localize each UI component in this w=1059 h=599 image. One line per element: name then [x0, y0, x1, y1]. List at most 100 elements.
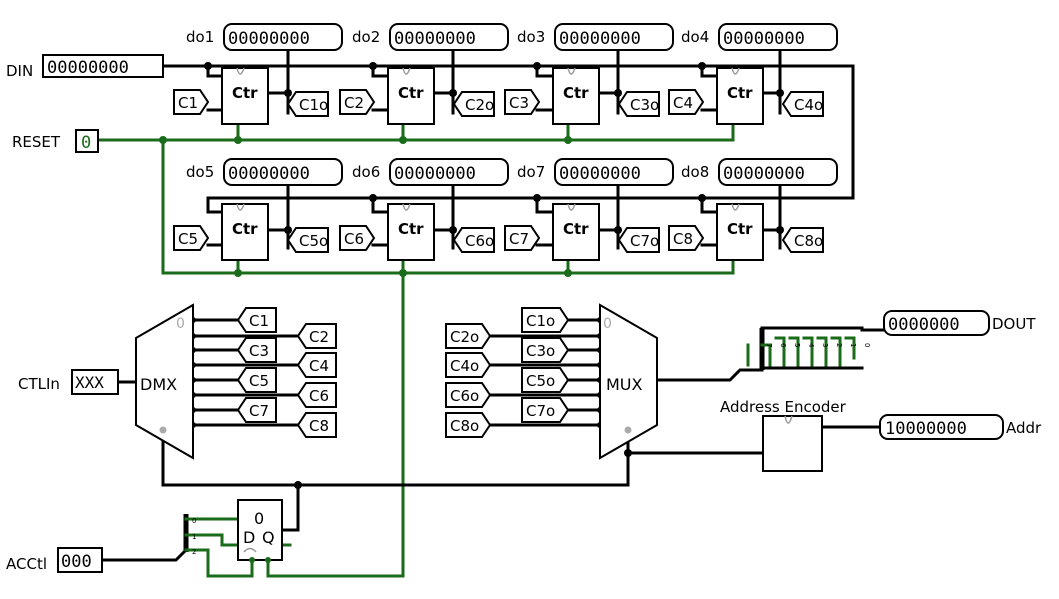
mux-tunnel-right-shape	[521, 397, 570, 423]
output-tunnel-label: C1o	[299, 96, 328, 114]
probe-label: do1	[186, 28, 214, 46]
demultiplexer[interactable]: DMX 0	[135, 303, 194, 460]
probe-value: 00000000	[559, 164, 641, 184]
probe-value: 00000000	[559, 29, 641, 49]
probe-label: do8	[681, 163, 709, 181]
counter-label: Ctr	[398, 220, 424, 238]
dmx-tunnel-right-shape	[296, 382, 337, 408]
output-tunnel: C3o	[617, 91, 660, 117]
din-label: DIN	[6, 62, 33, 80]
mux-tunnel-left: C8o	[445, 412, 492, 438]
output-tunnel-shape	[617, 227, 660, 253]
dmx-tunnel-left-label: C1	[249, 312, 269, 330]
reset-input-pin[interactable]: RESET 0	[12, 129, 99, 153]
mux-tunnel-right-label: C1o	[526, 312, 555, 330]
mux-body[interactable]	[599, 303, 658, 460]
dmx-tunnel-left-label: C3	[249, 342, 269, 360]
output-tunnel-label: C7o	[630, 232, 659, 250]
counter-body[interactable]	[387, 67, 435, 125]
dmx-body[interactable]	[135, 303, 194, 460]
mux-tunnel-left-shape	[445, 412, 492, 438]
d-flipflop[interactable]: 0 D Q	[237, 499, 283, 563]
clock-tunnel-shape	[504, 89, 541, 115]
probe-value: 00000000	[228, 29, 310, 49]
clock-tunnel-wires	[206, 108, 719, 247]
output-tunnel-shape	[452, 91, 495, 117]
dout-splitter: 7 6 5 4 3 2 1 0	[746, 326, 871, 370]
probe-label: do4	[681, 28, 709, 46]
din-input-pin[interactable]: DIN 00000000	[6, 54, 164, 80]
ctlin-input-pin[interactable]: CTLIn XXX	[18, 369, 119, 395]
counter-clock-icon	[402, 203, 411, 211]
clock-tunnel-shape	[668, 89, 705, 115]
clock-tunnel: C5	[173, 225, 210, 251]
acctl-input-pin[interactable]: ACCtl 000	[6, 547, 103, 573]
output-tunnel: C1o	[286, 91, 329, 117]
reset-value: 0	[81, 133, 91, 153]
dmx-enable-dot	[159, 426, 167, 434]
output-tunnel: C5o	[286, 227, 329, 253]
acc-bit-1: 1	[192, 533, 196, 541]
clock-tunnel-shape	[173, 225, 210, 251]
split-bit-1: 1	[849, 343, 857, 347]
dout-label: DOUT	[992, 315, 1036, 333]
counter-body[interactable]	[552, 203, 600, 261]
acctl-pin-box[interactable]	[57, 547, 103, 573]
din-pin-box[interactable]	[42, 54, 164, 78]
counter-clock-icon	[567, 203, 576, 211]
encoder-clock-icon	[784, 415, 793, 424]
counter-body[interactable]	[387, 203, 435, 261]
output-tunnel: C7o	[617, 227, 660, 253]
ctlin-label: CTLIn	[18, 375, 60, 393]
output-tunnel-label: C5o	[299, 232, 328, 250]
dmx-label: DMX	[140, 375, 177, 394]
probe-box	[223, 158, 343, 186]
probe-label: do2	[352, 28, 380, 46]
dmx-tunnel-left-shape	[236, 307, 277, 333]
flipflop-state: 0	[254, 509, 264, 528]
counter-label: Ctr	[727, 84, 753, 102]
clock-tunnel: C6	[339, 225, 376, 251]
counter-body[interactable]	[716, 203, 764, 261]
counter-body[interactable]	[221, 203, 269, 261]
address-encoder[interactable]: Address Encoder	[720, 398, 847, 472]
clock-tunnel-shape	[668, 225, 705, 251]
clock-tunnel: C8	[668, 225, 705, 251]
ctlin-pin-box[interactable]	[71, 369, 119, 395]
dmx-tunnel-right-label: C6	[309, 387, 329, 405]
counter-body[interactable]	[221, 67, 269, 125]
probe-value: 00000000	[394, 164, 476, 184]
counter-label: Ctr	[727, 220, 753, 238]
reset-pin-box[interactable]	[75, 129, 99, 153]
dmx-tunnel-left-label: C5	[249, 372, 269, 390]
output-tunnel-shape	[452, 227, 495, 253]
mux-tunnel-left-label: C6o	[450, 387, 479, 405]
split-bit-5: 5	[793, 343, 801, 347]
clock-tunnel: C3	[504, 89, 541, 115]
probe-value: 00000000	[394, 29, 476, 49]
mux-tunnel-left: C2o	[445, 323, 492, 349]
addr-label: Addr	[1006, 419, 1042, 437]
clock-tunnel-shape	[173, 89, 210, 115]
counter-body[interactable]	[552, 67, 600, 125]
encoder-body[interactable]	[762, 415, 823, 472]
multiplexer[interactable]: MUX 0	[599, 303, 658, 460]
counter-body[interactable]	[716, 67, 764, 125]
acc-bit-0: 0	[192, 517, 196, 525]
probe-box	[554, 23, 674, 51]
mux-tunnel-right: C1o	[521, 307, 570, 333]
output-tunnel: C2o	[452, 91, 495, 117]
clock-tunnel-label: C8	[673, 230, 693, 248]
mux-tunnel-right-label: C5o	[526, 372, 555, 390]
dmx-select-value: 0	[176, 316, 185, 332]
probe-label: do6	[352, 163, 380, 181]
